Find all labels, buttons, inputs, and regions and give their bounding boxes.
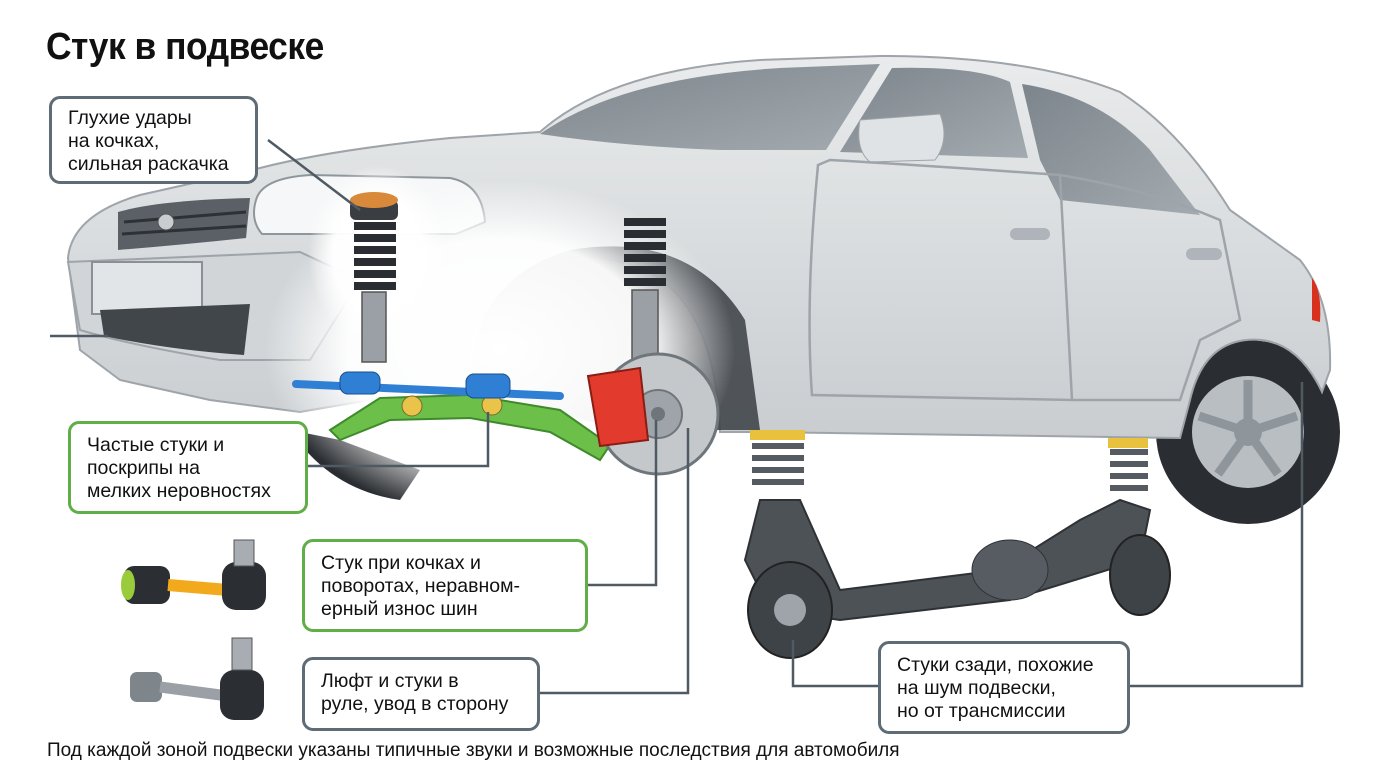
callout-strut: Глухие удары на кочках, сильная раскачка bbox=[49, 96, 258, 184]
callout-tie-rod-end: Люфт и стуки в руле, увод в сторону bbox=[302, 657, 540, 731]
leader-strut bbox=[267, 139, 361, 211]
leader-stabilizer-wheel bbox=[588, 420, 658, 587]
stabilizer-link-icon bbox=[121, 539, 266, 610]
wheel-strut-icon bbox=[624, 218, 666, 361]
rear-axle-icon bbox=[743, 443, 1171, 659]
leader-tie-rod-end bbox=[540, 428, 690, 695]
callout-line: Частые стуки и bbox=[87, 434, 225, 456]
callout-line: на кочках, bbox=[68, 130, 160, 152]
leader-rear-right bbox=[1130, 382, 1304, 688]
leader-rear-left bbox=[791, 640, 880, 688]
leader-lines bbox=[50, 139, 1304, 695]
rear-window bbox=[1022, 84, 1200, 215]
callout-line: Стуки сзади, похожие bbox=[897, 654, 1094, 676]
callout-line: ерный износ шин bbox=[321, 598, 478, 620]
callout-rear: Стуки сзади, похожие на шум подвески, но… bbox=[878, 641, 1130, 734]
badge bbox=[157, 213, 175, 231]
front-strut-icon bbox=[350, 192, 398, 363]
callout-line: сильная раскачка bbox=[68, 153, 229, 175]
callout-line: на шум подвески, bbox=[897, 677, 1056, 699]
callout-line: поворотах, неравном- bbox=[321, 575, 520, 597]
brake-caliper-icon bbox=[586, 366, 650, 448]
plate bbox=[91, 261, 203, 315]
callout-line: руле, увод в сторону bbox=[321, 693, 509, 715]
leader-control-arm bbox=[305, 412, 490, 468]
coil-spring-icon bbox=[752, 443, 1148, 491]
control-arm-icon bbox=[328, 393, 612, 462]
door-handle-front bbox=[1010, 228, 1050, 240]
callout-line: поскрипы на bbox=[87, 457, 201, 479]
callout-line: мелких неровностях bbox=[87, 480, 271, 502]
side-mirror bbox=[858, 113, 945, 163]
taillight bbox=[1312, 278, 1321, 322]
callout-control-arm: Частые стуки и поскрипы на мелких неровн… bbox=[68, 421, 308, 514]
page-title: Стук в подвеске bbox=[46, 26, 324, 68]
lower-intake bbox=[100, 304, 250, 355]
windshield bbox=[540, 64, 880, 150]
callout-line: Глухие удары bbox=[68, 107, 192, 129]
rear-wheel bbox=[1156, 340, 1340, 524]
tie-rod-end-icon bbox=[130, 637, 264, 720]
tie-rod-icon bbox=[292, 371, 564, 400]
grille bbox=[118, 198, 250, 250]
callout-line: но от трансмиссии bbox=[897, 700, 1066, 722]
callout-line: Стук при кочках и bbox=[321, 552, 481, 574]
door-handle-rear bbox=[1186, 248, 1222, 260]
callout-line: Люфт и стуки в bbox=[321, 670, 459, 692]
callout-stabilizer-link: Стук при кочках и поворотах, неравном- е… bbox=[302, 539, 588, 632]
footer-caption: Под каждой зоной подвески указаны типичн… bbox=[47, 740, 900, 761]
